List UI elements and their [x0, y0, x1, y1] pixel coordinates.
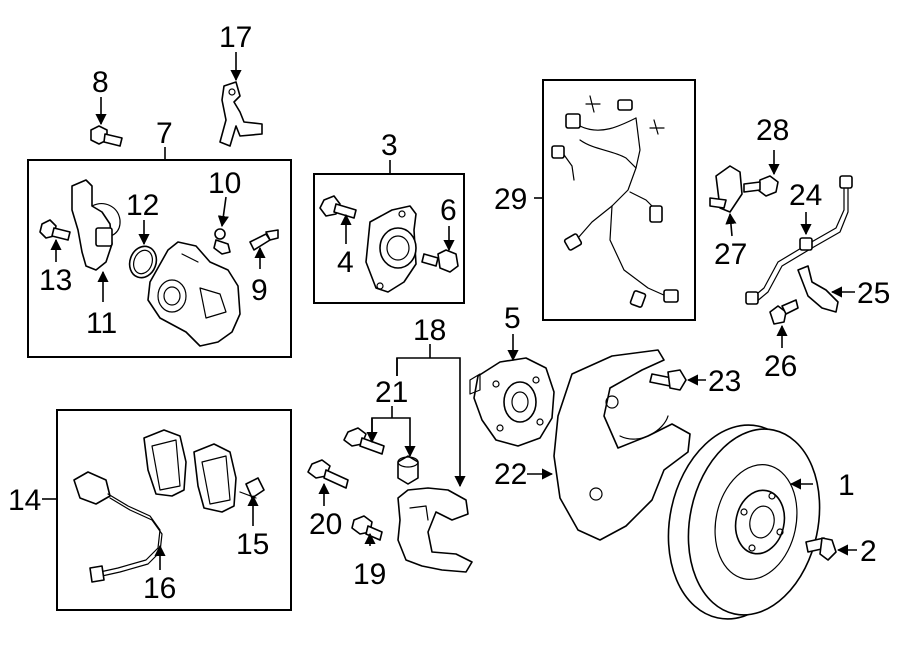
pad-kit-group-box: [56, 409, 292, 611]
dust-shield-part-22: [553, 349, 691, 541]
bolt-part-13: [39, 219, 71, 241]
bushing-part-21: [397, 455, 419, 485]
caliper-part-11: [71, 179, 121, 271]
callout-13: 13: [39, 264, 72, 297]
caliper-carrier-part-7: [147, 241, 241, 347]
callout-10: 10: [208, 167, 241, 200]
callout-16: 16: [143, 572, 176, 605]
callout-5: 5: [504, 302, 521, 335]
caliper-group-box: [27, 159, 292, 358]
wiring-harness-part-29: [551, 95, 679, 308]
bolt-part-23: [649, 369, 687, 391]
bracket-part-17: [219, 81, 263, 147]
callout-6: 6: [440, 194, 457, 227]
rotor-screw-part-2: [805, 537, 837, 561]
callout-27: 27: [714, 238, 747, 271]
clip-part-10: [213, 228, 231, 255]
callout-2: 2: [860, 535, 877, 568]
callout-28: 28: [756, 114, 789, 147]
caliper-bracket-part-18: [397, 487, 473, 573]
bolt-part-19: [351, 515, 383, 541]
bolt-part-6: [421, 249, 459, 273]
wear-sensor-part-16: [73, 471, 163, 583]
callout-7: 7: [156, 117, 173, 150]
hub-group-box: [313, 173, 465, 304]
callout-23: 23: [708, 365, 741, 398]
seal-ring-part-12: [128, 245, 158, 279]
bolt-part-20: [307, 459, 349, 489]
bolt-part-4: [319, 195, 357, 219]
callout-14: 14: [8, 484, 41, 517]
callout-17: 17: [219, 21, 252, 54]
bleeder-part-9: [249, 229, 279, 251]
wiring-harness-group-box: [542, 79, 696, 321]
callout-8: 8: [92, 66, 109, 99]
callout-19: 19: [353, 558, 386, 591]
callout-9: 9: [251, 274, 268, 307]
guide-bolt-part-21: [343, 427, 385, 455]
clip-part-15: [239, 477, 265, 499]
bolt-part-8: [90, 125, 123, 147]
callout-1: 1: [838, 469, 855, 502]
callout-20: 20: [309, 508, 342, 541]
wheel-hub-part-5: [469, 357, 555, 447]
callout-11: 11: [86, 307, 117, 340]
bolt-part-28: [743, 175, 779, 197]
bracket-part-27: [709, 165, 743, 213]
callout-26: 26: [764, 350, 797, 383]
callout-24: 24: [789, 179, 822, 212]
brake-rotor-part-1: [667, 424, 821, 620]
callout-21: 21: [375, 376, 408, 409]
callout-15: 15: [236, 528, 269, 561]
callout-22: 22: [494, 458, 527, 491]
bracket-part-25: [797, 265, 839, 313]
bolt-part-26: [769, 299, 799, 325]
callout-29: 29: [494, 183, 527, 216]
hub-bearing-part-3: [365, 205, 417, 293]
brake-hose-part-24: [745, 175, 853, 305]
callout-18: 18: [413, 314, 446, 347]
callout-12: 12: [126, 189, 159, 222]
brake-pads-part-14: [143, 429, 237, 513]
callout-3: 3: [381, 129, 398, 162]
callout-4: 4: [337, 246, 354, 279]
callout-25: 25: [857, 277, 890, 310]
